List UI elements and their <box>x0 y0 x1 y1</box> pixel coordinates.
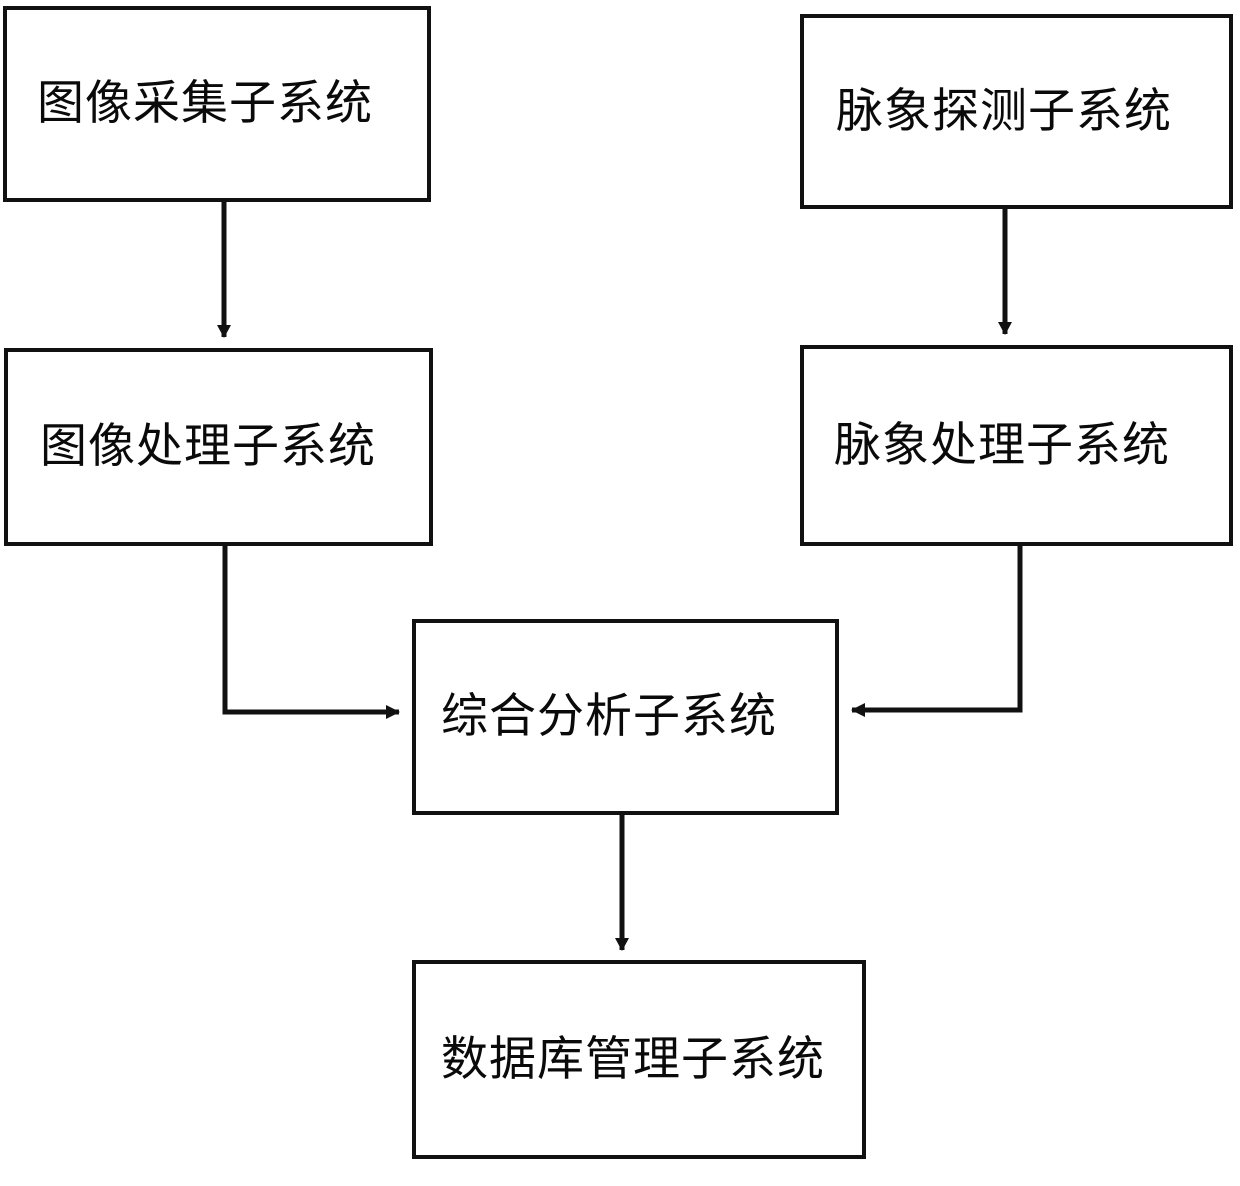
node-image-process-label: 图像处理子系统 <box>40 419 376 475</box>
node-image-capture-label: 图像采集子系统 <box>37 76 373 132</box>
node-comprehensive[interactable]: 综合分析子系统 <box>412 619 839 815</box>
node-pulse-detect[interactable]: 脉象探测子系统 <box>800 14 1233 209</box>
node-image-process[interactable]: 图像处理子系统 <box>4 348 433 546</box>
node-image-capture[interactable]: 图像采集子系统 <box>3 6 431 202</box>
node-pulse-process-label: 脉象处理子系统 <box>834 417 1170 473</box>
node-pulse-process[interactable]: 脉象处理子系统 <box>800 345 1233 546</box>
node-pulse-detect-label: 脉象探测子系统 <box>836 83 1172 139</box>
edge-pulse-process-to-comprehensive <box>851 546 1023 717</box>
node-database[interactable]: 数据库管理子系统 <box>412 960 866 1159</box>
edge-image-process-to-comprehensive <box>222 545 400 719</box>
node-comprehensive-label: 综合分析子系统 <box>441 689 777 745</box>
node-database-label: 数据库管理子系统 <box>441 1031 825 1087</box>
